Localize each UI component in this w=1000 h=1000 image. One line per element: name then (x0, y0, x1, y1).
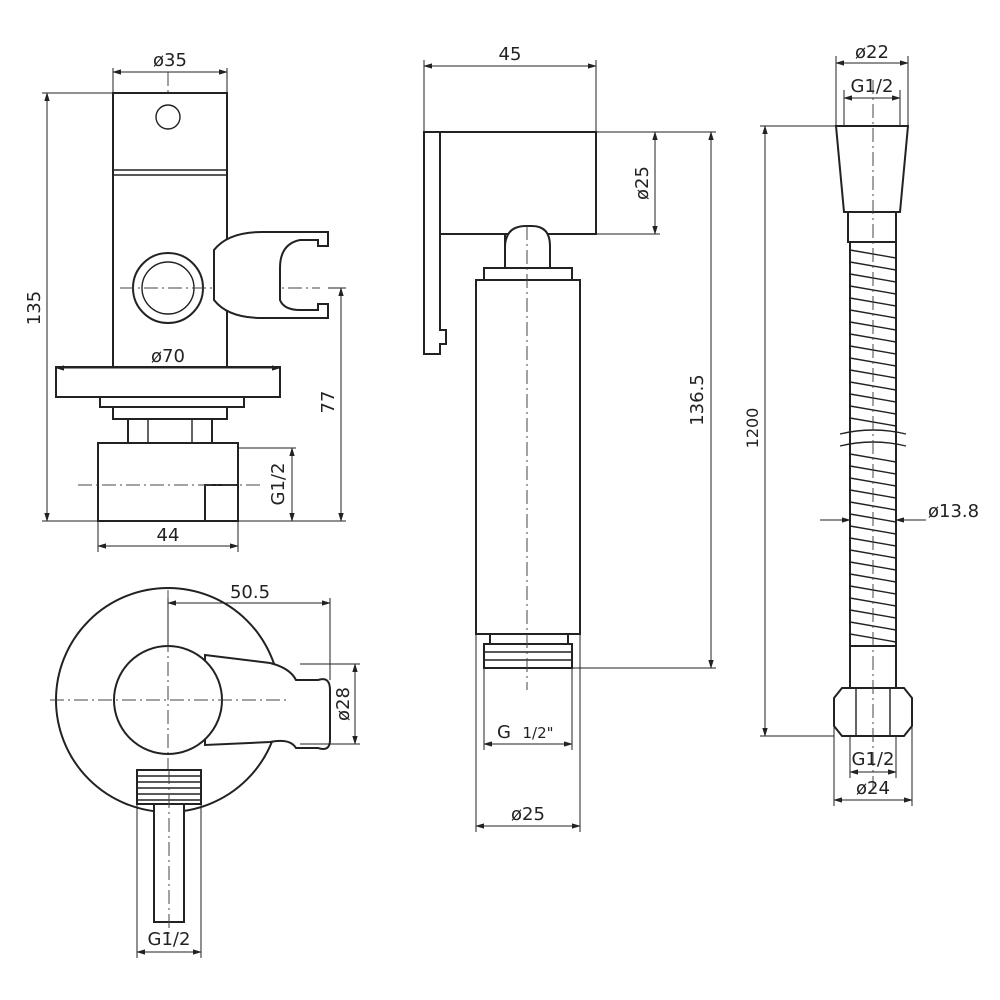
plan-holder (204, 653, 331, 750)
dim-sprayer-diameter: ø25 (511, 804, 545, 825)
dim-plate-diameter: ø70 (151, 346, 185, 367)
valve-top-hole (155, 104, 181, 130)
sprayer-head (439, 131, 597, 235)
dim-plan-depth: 50.5 (230, 582, 270, 603)
holder-bracket (213, 231, 329, 319)
escutcheon-plate (55, 366, 281, 398)
dim-hose-bottom-diameter: ø24 (856, 778, 890, 799)
dim-sprayer-width: 45 (499, 44, 522, 65)
sprayer-handle (475, 279, 581, 635)
dim-hose-top-diameter: ø22 (855, 42, 889, 63)
dim-holder-diameter: ø28 (333, 687, 354, 721)
dim-head-diameter: ø25 (632, 166, 653, 200)
valve-front-view: ø35 135 ø70 77 G1/2 44 (24, 50, 346, 552)
dim-side-thread: G1/2 (268, 463, 289, 506)
sprayer-nozzle-collar (489, 633, 569, 645)
dim-base-width: 44 (157, 525, 180, 546)
dim-inlet-thread: G1/2 (148, 929, 191, 950)
valve-neck (127, 418, 213, 444)
dim-valve-total-height: 135 (24, 291, 45, 325)
sprayer-neck (504, 225, 551, 271)
dim-sprayer-thread-frac: 1/2" (522, 724, 553, 742)
dim-hose-diameter: ø13.8 (928, 501, 979, 522)
dim-hose-top-thread: G1/2 (851, 76, 894, 97)
dim-sprayer-thread-g: G (497, 722, 511, 743)
dim-hose-length: 1200 (743, 408, 762, 449)
valve-plan-view: 50.5 ø28 G1/2 (50, 582, 360, 958)
sprayer-nozzle-thread (483, 643, 573, 669)
dim-sprayer-length: 136.5 (687, 374, 708, 426)
dim-valve-body-diameter: ø35 (153, 50, 187, 71)
sprayer-side-view: 45 ø25 136.5 G 1/2" ø25 (423, 44, 716, 832)
dim-hose-bottom-thread: G1/2 (852, 749, 895, 770)
hose-top-fitting (834, 125, 910, 213)
dim-outlet-height: 77 (318, 391, 339, 414)
hose-view: ø22 G1/2 1200 ø13.8 G1/2 ø24 (743, 42, 979, 806)
